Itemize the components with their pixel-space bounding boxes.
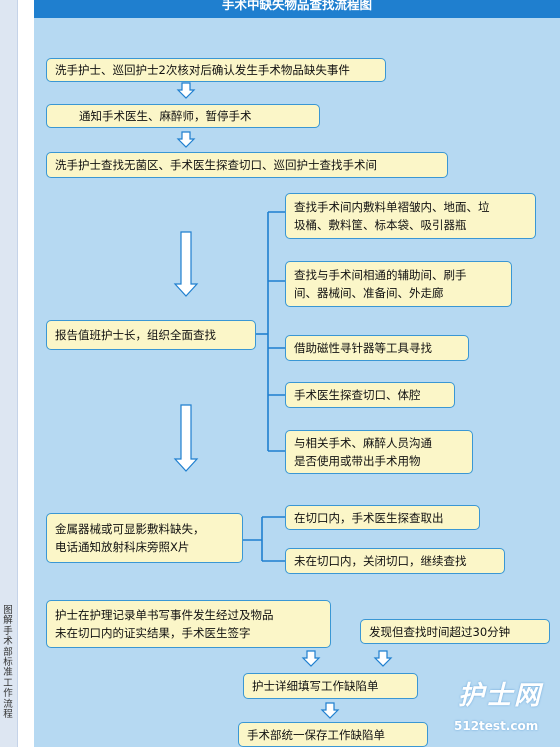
step-fill-defect-form: 护士详细填写工作缺陷单 xyxy=(243,673,418,699)
step-xray-notify-line2: 电话通知放射科床旁照X片 xyxy=(55,540,190,554)
step-xray-notify-line1: 金属器械或可显影敷料缺失， xyxy=(55,522,205,536)
arrow-down-4 xyxy=(374,650,392,667)
step-search-areas: 洗手护士查找无菌区、手术医生探查切口、巡回护士查找手术间 xyxy=(46,152,448,178)
result-in-incision: 在切口内，手术医生探查取出 xyxy=(285,505,480,530)
watermark-logo-text: 护士网 xyxy=(458,681,543,711)
search-branch-adjacent: 查找与手术间相通的辅助间、刷手间、器械间、准备间、外走廊 xyxy=(285,261,512,307)
search-branch-incision: 手术医生探查切口、体腔 xyxy=(285,382,455,408)
long-arrow-down-1 xyxy=(173,231,199,297)
arrow-down-2 xyxy=(177,131,195,148)
watermark-url: 512test.com xyxy=(454,719,539,733)
metal-bracket xyxy=(243,516,285,562)
search-branch-adjacent-line2: 间、器械间、准备间、外走廊 xyxy=(294,286,444,300)
search-branch-room: 查找手术间内敷料单褶皱内、地面、垃圾桶、敷料筐、标本袋、吸引器瓶 xyxy=(285,193,536,239)
arrow-down-5 xyxy=(321,702,339,719)
left-margin-strip xyxy=(0,0,18,747)
side-caption: 图解手术部标准工作流程 xyxy=(3,605,13,721)
search-branch-communicate-line1: 与相关手术、麻醉人员沟通 xyxy=(294,436,432,450)
arrow-down-1 xyxy=(177,82,195,99)
search-branch-adjacent-line1: 查找与手术间相通的辅助间、刷手 xyxy=(294,268,467,282)
arrow-down-3 xyxy=(302,650,320,667)
site-watermark: 护士网 512test.com xyxy=(448,675,560,747)
search-branch-magnet: 借助磁性寻针器等工具寻找 xyxy=(285,335,469,361)
long-arrow-down-2 xyxy=(173,404,199,472)
result-not-in-incision: 未在切口内，关闭切口，继续查找 xyxy=(285,548,505,574)
step-save-defect-form: 手术部统一保存工作缺陷单 xyxy=(238,722,428,747)
search-branch-room-line2: 圾桶、敷料筐、标本袋、吸引器瓶 xyxy=(294,218,467,232)
step-report-head-nurse: 报告值班护士长，组织全面查找 xyxy=(46,320,256,350)
diagram-title: 手术中缺失物品查找流程图 xyxy=(34,0,560,18)
search-branch-room-line1: 查找手术间内敷料单褶皱内、地面、垃 xyxy=(294,200,490,214)
step-record-event: 护士在护理记录单书写事件发生经过及物品未在切口内的证实结果，手术医生签字 xyxy=(46,600,331,648)
search-branch-communicate-line2: 是否使用或带出手术用物 xyxy=(294,454,421,468)
step-overtime: 发现但查找时间超过30分钟 xyxy=(360,619,550,644)
step-record-event-line2: 未在切口内的证实结果，手术医生签字 xyxy=(55,626,251,640)
search-branch-communicate: 与相关手术、麻醉人员沟通是否使用或带出手术用物 xyxy=(285,430,473,474)
step-xray-notify: 金属器械或可显影敷料缺失， 电话通知放射科床旁照X片 xyxy=(46,513,243,563)
step-record-event-line1: 护士在护理记录单书写事件发生经过及物品 xyxy=(55,608,274,622)
step-notify-doctors: 通知手术医生、麻醉师，暂停手术 xyxy=(46,104,320,128)
step-confirm-missing: 洗手护士、巡回护士2次核对后确认发生手术物品缺失事件 xyxy=(46,58,386,82)
report-bracket xyxy=(256,211,285,452)
